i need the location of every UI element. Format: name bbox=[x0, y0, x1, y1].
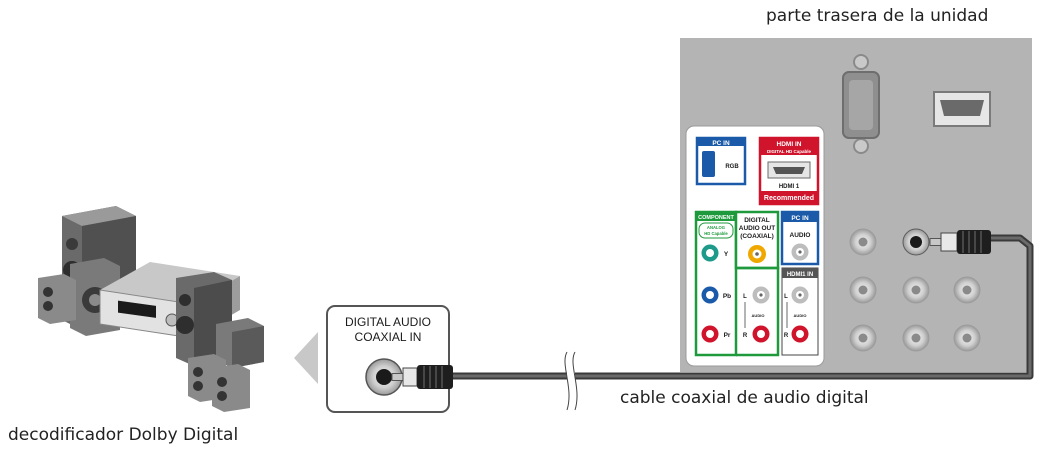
unit-back-caption: parte trasera de la unidad bbox=[766, 6, 989, 26]
pc-in-audio-label: PC IN AUDIO bbox=[780, 210, 820, 266]
rca-plug-decoder bbox=[391, 365, 453, 389]
hdmi1-left-label: L bbox=[784, 294, 788, 300]
analog-label: ANALOG bbox=[707, 225, 725, 230]
coaxial-cable bbox=[440, 234, 1034, 411]
right-label: R bbox=[743, 333, 748, 339]
hdmi1-in-audio-label: HDMI1 IN L AUDIO R bbox=[781, 267, 819, 356]
panel-rca-jacks bbox=[849, 228, 981, 352]
audio-small-label: AUDIO bbox=[752, 313, 765, 318]
unit-back-panel: PC IN RGB HDMI IN DIGITAL HD Capable HDM… bbox=[680, 38, 1032, 372]
audio-label: AUDIO bbox=[790, 232, 811, 239]
rca-plug-unit bbox=[929, 230, 991, 254]
hdmi-in-header: HDMI IN bbox=[777, 141, 802, 148]
decoder-jack-line1: DIGITAL AUDIO bbox=[345, 315, 431, 329]
left-label: L bbox=[743, 294, 747, 300]
rgb-label: RGB bbox=[725, 164, 739, 170]
decoder-caption: decodificador Dolby Digital bbox=[8, 425, 239, 445]
component-header: COMPONENT bbox=[698, 215, 734, 221]
analog-audio-lr-label: L AUDIO R bbox=[736, 266, 780, 357]
digital-audio-out-line2: AUDIO OUT bbox=[739, 225, 776, 232]
hdmi-in-label: HDMI IN DIGITAL HD Capable HDMI 1 Recomm… bbox=[758, 136, 820, 206]
digital-audio-out-line1: DIGITAL bbox=[744, 217, 770, 224]
recommended-label: Recommended bbox=[764, 195, 814, 202]
digital-audio-out-label: DIGITAL AUDIO OUT (COAXIAL) bbox=[734, 210, 780, 270]
pc-in-rgb-label: PC IN RGB bbox=[695, 136, 747, 186]
vga-port bbox=[842, 54, 880, 154]
hdmi1-in-header: HDMI1 IN bbox=[787, 272, 813, 278]
pb-label: Pb bbox=[723, 293, 731, 300]
hdmi1-label: HDMI 1 bbox=[779, 184, 800, 190]
jack-label-card: PC IN RGB HDMI IN DIGITAL HD Capable HDM… bbox=[685, 125, 825, 367]
hdmi1-right-label: R bbox=[784, 333, 789, 339]
y-label: Y bbox=[724, 251, 729, 258]
component-label: COMPONENT ANALOG HD Capable Y Pb Pr bbox=[694, 210, 738, 357]
cable-caption: cable coaxial de audio digital bbox=[620, 388, 869, 408]
dolby-decoder-illustration bbox=[38, 206, 264, 412]
pc-in-audio-header: PC IN bbox=[791, 215, 809, 222]
pointer-arrow bbox=[294, 332, 318, 384]
hdmi1-audio-small-label: AUDIO bbox=[794, 313, 807, 318]
decoder-jack-box: DIGITAL AUDIO COAXIAL IN bbox=[326, 305, 450, 413]
hd-capable-label: HD Capable bbox=[704, 231, 728, 236]
pc-in-header: PC IN bbox=[712, 140, 730, 147]
pr-label: Pr bbox=[724, 332, 731, 339]
hdmi-port bbox=[933, 91, 991, 127]
hdmi-capable-label: DIGITAL HD Capable bbox=[767, 149, 812, 154]
decoder-jack-line2: COAXIAL IN bbox=[355, 330, 422, 344]
digital-audio-out-line3: (COAXIAL) bbox=[740, 233, 774, 240]
